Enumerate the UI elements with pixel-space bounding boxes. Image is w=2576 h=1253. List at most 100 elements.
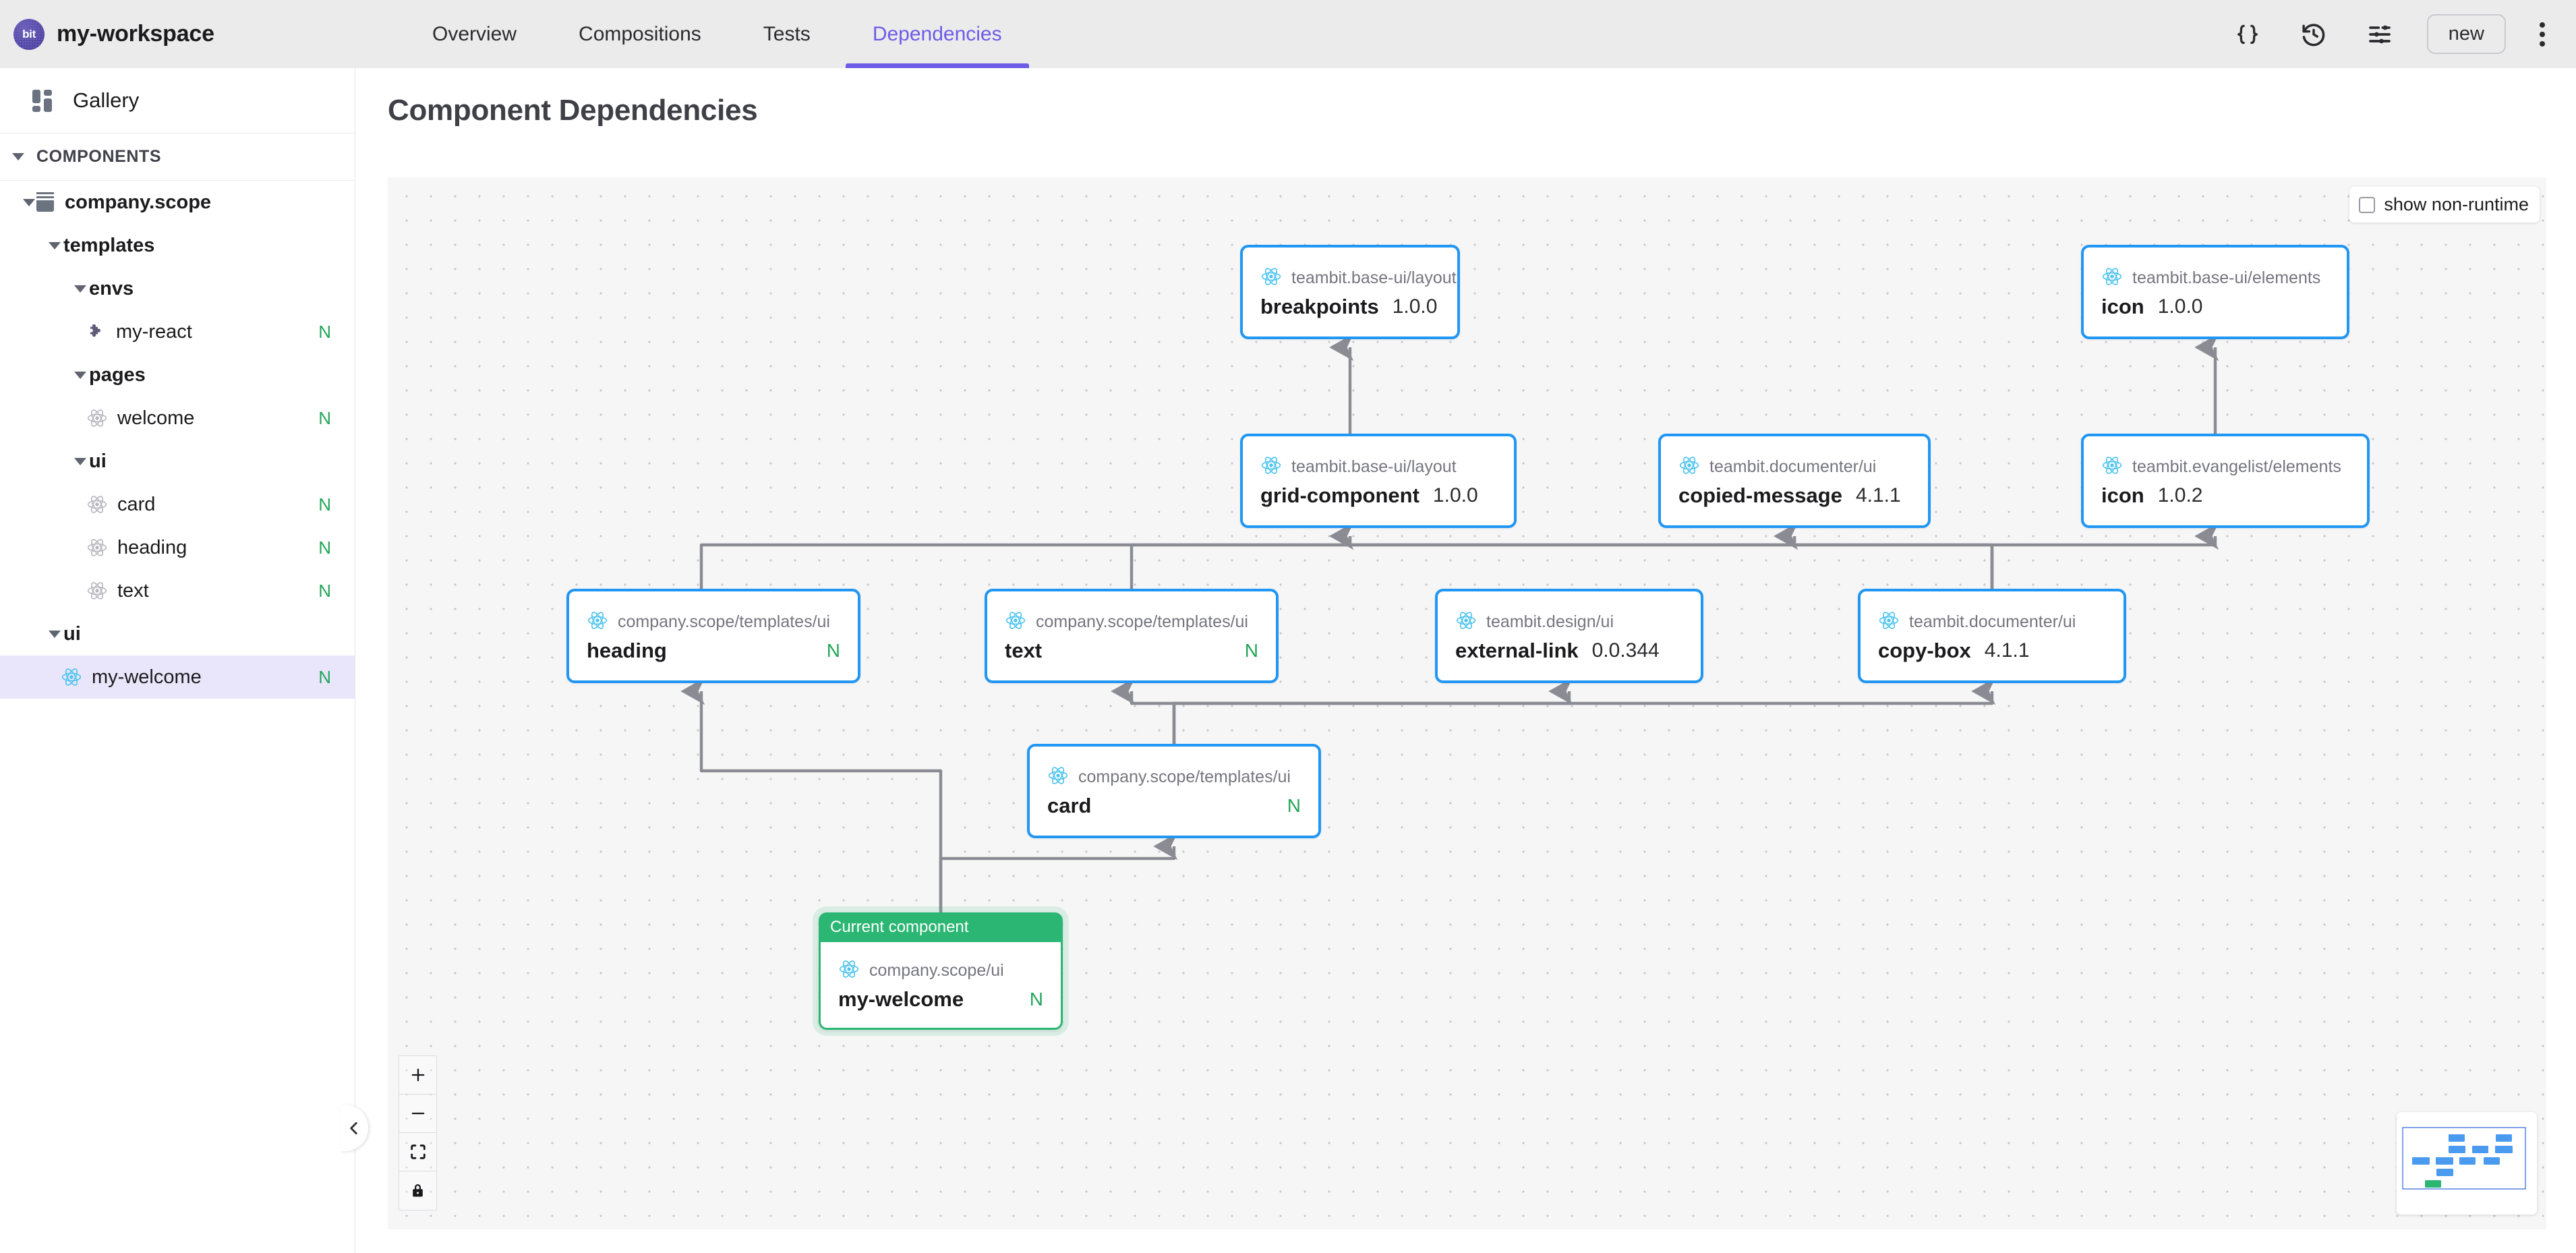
node-scope-row: company.scope/templates/ui [587,610,840,635]
node-scope-row: teambit.base-ui/layout [1260,455,1496,479]
node-scope-path: teambit.evangelist/elements [2132,457,2341,476]
node-scope-path: company.scope/templates/ui [1078,767,1291,786]
workspace-brand[interactable]: bit my-workspace [0,18,357,50]
sidebar-item-label: my-welcome [92,666,202,688]
react-icon [1878,610,1900,635]
fit-view-button[interactable] [399,1133,436,1171]
minus-icon [411,1112,424,1115]
minimap-node [2412,1157,2430,1165]
react-icon [61,666,82,688]
chevron-down-icon[interactable] [49,630,61,638]
edge-card-copy-box [1172,677,1996,744]
node-version: 1.0.0 [2157,295,2203,318]
puzzle-icon [86,322,107,342]
sidebar-item-ui[interactable]: ui [0,612,355,655]
new-button[interactable]: new [2426,14,2506,54]
tab-overview[interactable]: Overview [401,0,548,68]
sidebar-item-company-scope[interactable]: company.scope [0,181,355,224]
status-badge: N [318,580,331,601]
history-clock-icon[interactable] [2295,16,2333,53]
sidebar-item-gallery[interactable]: Gallery [0,68,355,134]
node-scope-row: company.scope/templates/ui [1047,765,1301,790]
vertical-dots-icon[interactable] [2534,17,2550,52]
node-version: 1.0.0 [1392,295,1438,318]
lock-icon [413,1184,423,1197]
minimap-viewport [2402,1127,2526,1190]
status-badge: N [318,494,331,515]
react-icon [86,580,108,602]
react-icon [1678,455,1700,479]
minimap-node [2459,1157,2476,1165]
sidebar-item-ui[interactable]: ui [0,440,355,483]
chevron-down-icon[interactable] [49,241,61,250]
sidebar-item-label: Gallery [73,88,140,112]
chevron-down-icon[interactable] [74,457,86,465]
graph-minimap[interactable] [2397,1112,2537,1215]
zoom-out-button[interactable] [399,1095,436,1133]
chevron-down-icon[interactable] [74,371,86,379]
minimap-node [2436,1169,2453,1176]
node-version: 4.1.1 [1855,484,1901,506]
react-icon [2101,455,2123,479]
zoom-controls [399,1055,437,1211]
sidebar-item-templates[interactable]: templates [0,224,355,267]
chevron-down-icon[interactable] [74,285,86,293]
minimap-node [2449,1134,2465,1142]
code-braces-icon[interactable] [2229,16,2266,53]
tab-compositions[interactable]: Compositions [548,0,732,68]
plus-icon [411,1068,424,1082]
node-scope-row: teambit.evangelist/elements [2101,455,2349,479]
status-badge: N [1287,794,1301,816]
node-version: 0.0.344 [1591,639,1660,662]
sidebar-item-label: templates [63,234,155,256]
show-non-runtime-toggle[interactable]: show non-runtime [2349,187,2540,223]
node-scope-row: teambit.documenter/ui [1678,455,1910,479]
top-header-bar: bit my-workspace Overview Compositions T… [0,0,2576,68]
sidebar-item-pages[interactable]: pages [0,353,355,397]
sidebar-item-label: company.scope [65,191,212,213]
sidebar-item-label: ui [63,622,81,645]
edge-my-welcome-card [939,832,1178,912]
node-version: 1.0.2 [2157,484,2203,506]
sliders-settings-icon[interactable] [2361,16,2399,53]
node-scope-row: teambit.documenter/ui [1878,610,2106,635]
minimap-node [2436,1157,2453,1165]
sidebar-section-components[interactable]: COMPONENTS [0,134,355,181]
sidebar-item-envs[interactable]: envs [0,267,355,310]
zoom-in-button[interactable] [399,1056,436,1095]
status-badge: N [318,407,331,428]
show-non-runtime-checkbox[interactable] [2359,196,2376,213]
node-scope-path: company.scope/templates/ui [1036,612,1248,631]
chevron-down-icon[interactable] [23,198,35,206]
tab-dependencies[interactable]: Dependencies [842,0,1033,68]
minimap-svg [2402,1127,2526,1190]
scope-icon [35,192,55,212]
lock-button[interactable] [399,1171,436,1210]
react-icon [838,958,860,983]
node-scope-path: teambit.documenter/ui [1709,457,1877,476]
minimap-node [2495,1146,2513,1153]
tab-tests[interactable]: Tests [732,0,842,68]
